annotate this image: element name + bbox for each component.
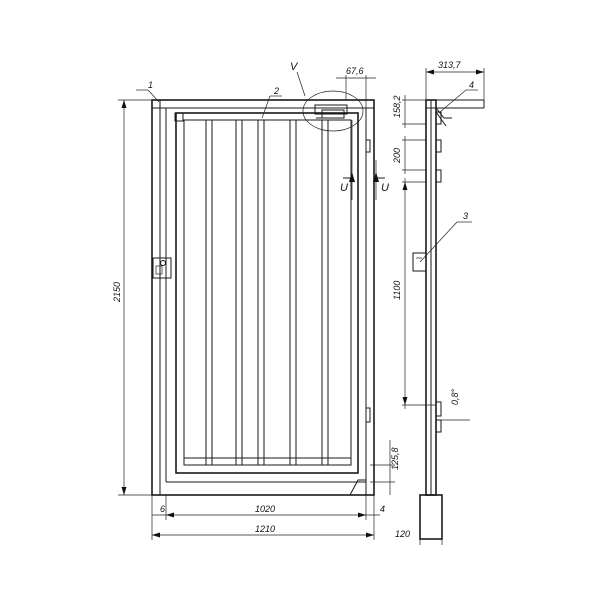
dimension-tilt-angle: 0,8° (441, 388, 470, 421)
dimension-height-total: 2150 (112, 99, 152, 496)
svg-text:4: 4 (469, 80, 474, 90)
dimension-post-width: 120 (395, 529, 443, 545)
svg-text:3: 3 (463, 211, 468, 221)
svg-text:0,8°: 0,8° (450, 388, 460, 405)
dimension-side-depth: 313,7 (425, 60, 485, 100)
side-lock (412, 252, 427, 272)
svg-text:67,6: 67,6 (346, 66, 364, 76)
top-bracket (426, 99, 485, 127)
door-closer (314, 104, 348, 119)
outer-frame (151, 99, 375, 496)
dimension-width-opening: 1020 6 4 (152, 495, 385, 520)
callout-4: 4 (439, 80, 478, 113)
dimension-hinge-spacing: 200 (392, 136, 426, 174)
base-plate (419, 494, 443, 540)
dimension-width-total: 1210 (151, 495, 375, 540)
svg-text:158,2: 158,2 (392, 95, 402, 118)
dimension-top-offset: 67,6 (336, 66, 376, 108)
callout-1: 1 (136, 80, 160, 103)
label-section-u-left: U (340, 182, 348, 194)
dimension-hinge-top: 158,2 (392, 95, 426, 128)
svg-text:1210: 1210 (255, 524, 275, 534)
detail-circle-v (302, 90, 364, 132)
svg-text:1100: 1100 (392, 281, 402, 300)
vertical-pickets (205, 120, 329, 465)
svg-text:2: 2 (273, 86, 279, 96)
svg-text:313,7: 313,7 (438, 60, 462, 70)
callout-2: 2 (261, 86, 282, 119)
svg-text:200: 200 (392, 148, 402, 164)
dimension-bottom-clearance: 125,8 (370, 440, 400, 495)
dimension-right-gap: 4 (380, 504, 385, 514)
dimension-left-gap: 6 (160, 504, 165, 514)
front-view (151, 71, 385, 496)
svg-text:1: 1 (148, 80, 153, 90)
section-arrows (343, 120, 385, 200)
svg-text:2150: 2150 (112, 282, 122, 303)
label-view-v: V (290, 61, 299, 73)
dimension-hinge-span: 1100 (392, 178, 436, 409)
svg-text:1020: 1020 (255, 504, 275, 514)
label-section-u-right: U (381, 182, 389, 194)
lock-icon (152, 257, 172, 279)
svg-text:120: 120 (395, 529, 410, 539)
door-leaf (175, 112, 359, 474)
svg-text:125,8: 125,8 (390, 447, 400, 470)
side-view (412, 99, 485, 540)
callout-3: 3 (419, 211, 472, 263)
